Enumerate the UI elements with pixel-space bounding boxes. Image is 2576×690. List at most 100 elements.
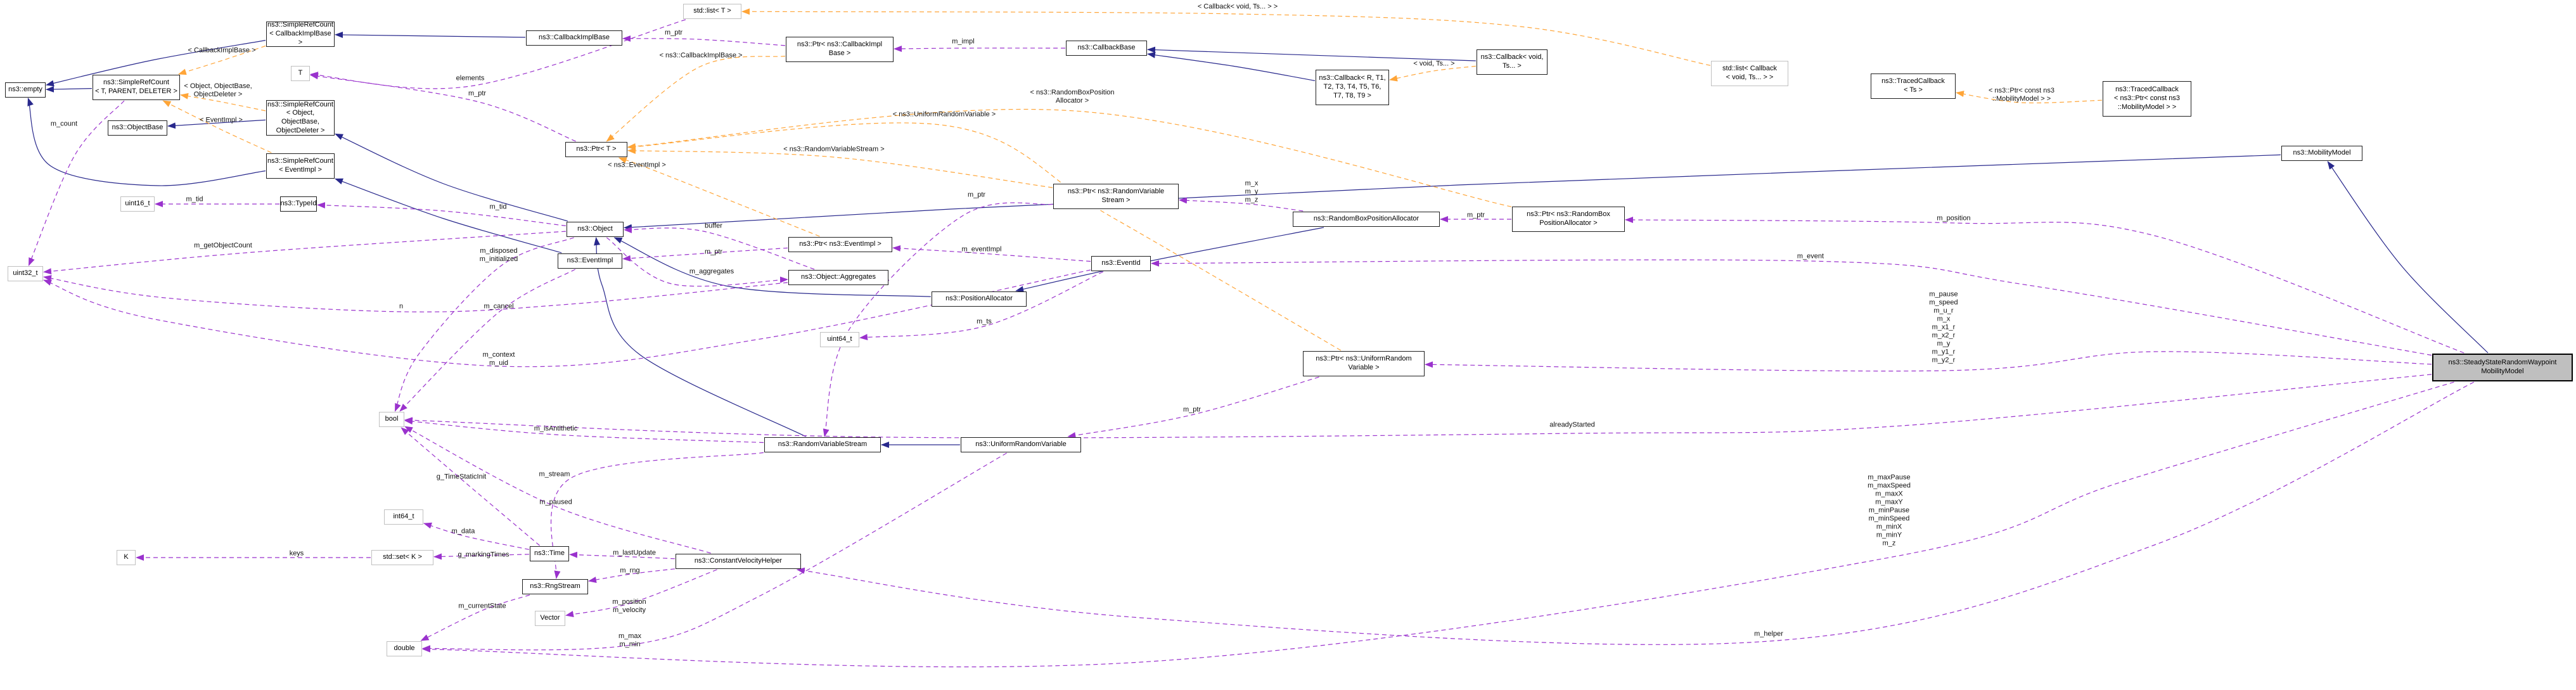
edge-srcEI-srcTPD (162, 100, 272, 153)
node-K: K (117, 550, 136, 565)
edge-cbImplBase-srcCIB (335, 31, 526, 38)
edge-object-aggregates (606, 237, 788, 287)
edge-callbackBase-ptrCIB (894, 45, 1066, 52)
edge-object-typeId (317, 201, 567, 226)
edge-rvs-boolN (404, 418, 764, 444)
edge-eventId-uint64 (859, 271, 1103, 340)
edge-ptrRVS-ptrT (627, 147, 1053, 188)
edge-aggregates-object (624, 227, 815, 270)
edge-callbackVoid-callbackBase (1147, 46, 1477, 61)
node-tracedCbMM[interactable]: ns3::TracedCallback < ns3::Ptr< const ns… (2103, 81, 2191, 117)
node-rvs[interactable]: ns3::RandomVariableStream (764, 437, 881, 452)
edge-urv-doubleN (422, 452, 1007, 652)
edge-mobilityModel-object (624, 154, 2281, 231)
edge-rngStream-doubleN (420, 594, 530, 641)
node-listCbVoid: std::list< Callback < void, Ts... > > (1711, 61, 1788, 86)
node-ptrT[interactable]: ns3::Ptr< T > (565, 142, 627, 157)
edge-aggregates-uint32 (43, 275, 788, 312)
node-boolN: bool (379, 412, 404, 427)
edge-ptrCIB-ptrT (606, 56, 786, 142)
edge-ptrURV-urv (1067, 376, 1319, 438)
node-time[interactable]: ns3::Time (530, 546, 569, 561)
edge-eventImpl-boolN (399, 269, 576, 412)
node-cvh[interactable]: ns3::ConstantVelocityHelper (676, 554, 801, 569)
node-uint64: uint64_t (820, 332, 859, 347)
edge-rvs-object (594, 237, 806, 437)
node-ptrURV[interactable]: ns3::Ptr< ns3::UniformRandom Variable > (1303, 351, 1425, 376)
node-cbImplBase[interactable]: ns3::CallbackImplBase (526, 30, 622, 46)
edge-target-cvh (796, 381, 2475, 645)
node-posAlloc[interactable]: ns3::PositionAllocator (932, 291, 1027, 307)
edge-srcEI-empty (27, 98, 266, 186)
node-object[interactable]: ns3::Object (567, 222, 624, 237)
node-tracedCbTs[interactable]: ns3::TracedCallback < Ts > (1871, 73, 1956, 99)
edge-posAlloc-object (613, 237, 932, 297)
node-vector: Vector (535, 611, 565, 626)
edge-target-boolN (404, 374, 2432, 438)
node-mobilityModel[interactable]: ns3::MobilityModel (2281, 146, 2362, 161)
node-urv[interactable]: ns3::UniformRandomVariable (961, 437, 1081, 452)
node-rngStream[interactable]: ns3::RngStream (522, 579, 588, 594)
edge-srcCIB-srcTPD (177, 45, 266, 75)
node-srcEI[interactable]: ns3::SimpleRefCount < EventImpl > (266, 153, 335, 179)
node-callbackBase[interactable]: ns3::CallbackBase (1066, 41, 1147, 56)
edge-ptrURV-ptrT (627, 122, 1342, 351)
edge-stdListT-T (310, 19, 686, 89)
edge-cvh-boolN (404, 426, 711, 554)
edge-object-uint32 (43, 231, 567, 275)
edge-srcCIB-empty (46, 40, 266, 87)
node-srcOOD[interactable]: ns3::SimpleRefCount < Object, ObjectBase… (266, 100, 335, 136)
edge-time-int64 (423, 522, 530, 550)
node-target[interactable]: ns3::SteadyStateRandomWaypoint MobilityM… (2432, 354, 2573, 381)
edge-time-boolN (400, 427, 540, 546)
node-callbackVoid[interactable]: ns3::Callback< void, Ts... > (1477, 49, 1548, 75)
edge-rbpa-posAlloc (1015, 227, 1324, 293)
edge-srcTPD-empty (46, 86, 93, 93)
edge-target-ptrRBPA (1625, 217, 2464, 354)
node-ptrRVS[interactable]: ns3::Ptr< ns3::RandomVariable Stream > (1053, 184, 1179, 209)
edge-ptrRBPA-ptrT (627, 108, 1512, 207)
edge-eventImpl-srcEI (335, 178, 562, 253)
node-srcTPD[interactable]: ns3::SimpleRefCount < T, PARENT, DELETER… (93, 75, 180, 100)
node-typeId[interactable]: ns3::TypeId (280, 196, 317, 212)
edge-object-boolN (394, 237, 574, 412)
edge-object-srcOOD (335, 133, 568, 222)
node-aggregates[interactable]: ns3::Object::Aggregates (788, 270, 888, 285)
edge-srcTPD-uint32 (28, 100, 125, 266)
edge-target-mobilityModel (2327, 161, 2489, 354)
edge-cvh-rngStream (588, 568, 676, 583)
edge-ptrCIB-cbImplBase (622, 35, 786, 46)
node-empty[interactable]: ns3::empty (5, 82, 46, 98)
node-doubleN: double (387, 641, 422, 656)
node-callbackR9[interactable]: ns3::Callback< R, T1, T2, T3, T4, T5, T6… (1316, 70, 1389, 105)
node-rbpa[interactable]: ns3::RandomBoxPositionAllocator (1293, 212, 1440, 227)
edge-ptrEI-eventImpl (622, 247, 788, 262)
edge-callbackR9-callbackBase (1147, 51, 1316, 81)
edge-target-doubleN (422, 381, 2454, 668)
edge-ptrEI-ptrT (618, 157, 820, 237)
node-ptrEI[interactable]: ns3::Ptr< ns3::EventImpl > (788, 237, 892, 252)
edge-target-eventId (1151, 259, 2432, 356)
edge-eventId-ptrEI (892, 245, 1091, 262)
node-srcCIB[interactable]: ns3::SimpleRefCount < CallbackImplBase > (266, 21, 335, 47)
node-ptrRBPA[interactable]: ns3::Ptr< ns3::RandomBox PositionAllocat… (1512, 207, 1625, 232)
edge-cvh-time (569, 551, 676, 559)
node-uint32: uint32_t (8, 266, 43, 281)
node-stdSetK: std::set< K > (371, 550, 433, 565)
edge-tracedCbMM-tracedCbTs (1956, 91, 2103, 104)
node-eventImpl[interactable]: ns3::EventImpl (558, 253, 622, 269)
edge-srcOOD-srcTPD (180, 93, 266, 112)
node-objectBase[interactable]: ns3::ObjectBase (108, 120, 167, 136)
node-eventId[interactable]: ns3::EventId (1091, 256, 1151, 271)
node-ptrCIB[interactable]: ns3::Ptr< ns3::CallbackImpl Base > (786, 37, 894, 62)
edge-srcOOD-objectBase (167, 119, 266, 129)
edge-listCbVoid-stdListT (741, 8, 1711, 66)
edge-ptrT-T (310, 73, 576, 142)
edge-time-stdSetK (433, 553, 530, 560)
node-stdListT: std::list< T > (683, 4, 741, 19)
edge-ptrRVS-rvs (823, 202, 1053, 437)
edge-rbpa-ptrRVS (1179, 197, 1304, 212)
edge-target-ptrURV (1425, 351, 2432, 372)
